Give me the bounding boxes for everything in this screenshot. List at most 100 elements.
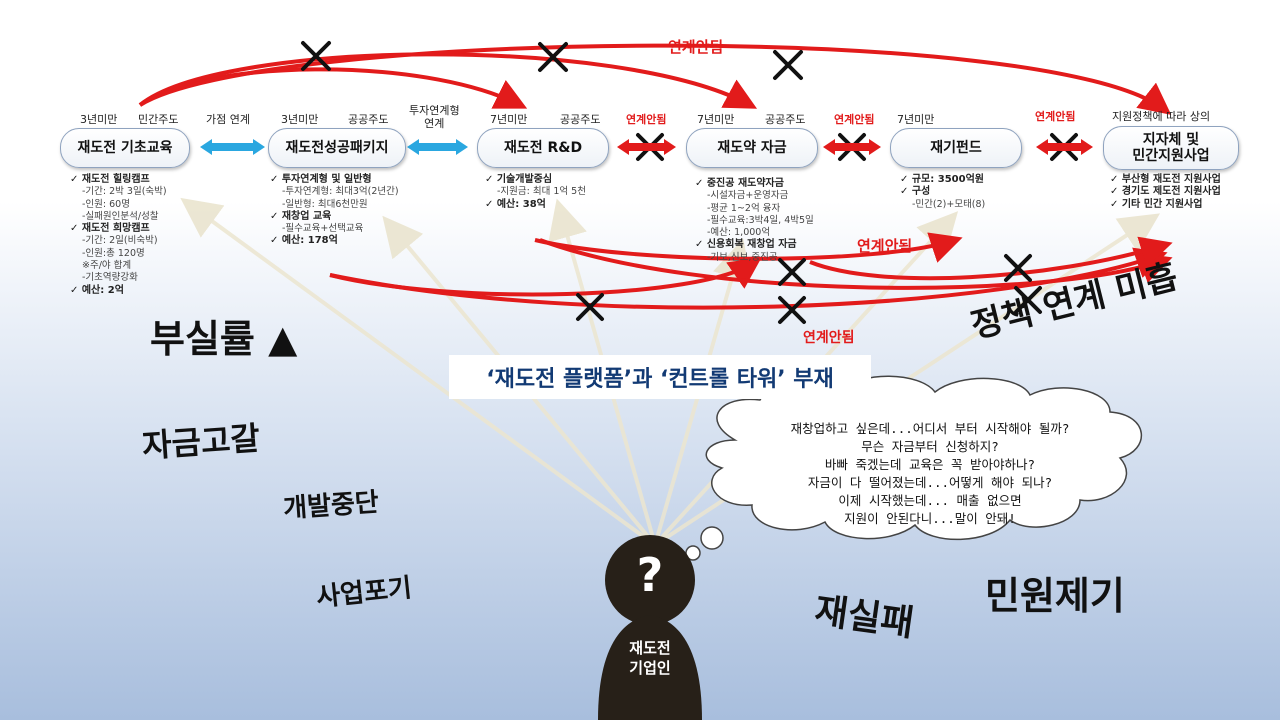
detail-heading: ✓ 예산: 38억 [485, 198, 546, 210]
stage-details: ✓ 규모: 3500억원✓ 구성-민간(2)+모태(8) [900, 174, 985, 211]
cross-3 [773, 50, 803, 80]
issue-dev-halted: 개발중단 [282, 487, 380, 525]
stage-relaunch-fund: 재도약 자금 [686, 128, 818, 168]
stage-details: ✓ 부산형 재도전 지원사업✓ 경기도 제도전 지원사업✓ 기타 민간 지원사업 [1110, 174, 1221, 211]
stage-title: 재도전 기초교육 [77, 140, 173, 156]
issue-funds-exhausted: 자금고갈 [140, 418, 262, 466]
link-arrow-blue-2 [407, 139, 468, 155]
detail-item: -기초역량강화 [82, 272, 138, 284]
cross-7 [576, 293, 604, 321]
detail-heading: ✓ 재창업 교육 [270, 210, 332, 222]
stage-tag-left: 3년미만 [281, 113, 319, 126]
detail-heading: ✓ 투자연계형 및 일반형 [270, 174, 372, 185]
thought-line: 자금이 다 떨어졌는데...어떻게 해야 되나? [807, 475, 1053, 490]
stage-tag-left: 7년미만 [697, 113, 735, 126]
disconnect-label: 연계안됨 [1035, 110, 1076, 123]
disconnect-label: 연계안됨 [857, 237, 913, 255]
cross-11 [1014, 286, 1042, 314]
cross-9 [778, 296, 806, 324]
stage-basic-education: 재도전 기초교육 [60, 128, 190, 168]
detail-heading: ✓ 신용회복 재창업 자금 [695, 239, 797, 251]
cross-8 [778, 258, 806, 286]
issue-complaints: 민원제기 [985, 574, 1125, 618]
cross-2 [538, 42, 568, 72]
link-label-bonus: 가점 연계 [206, 113, 250, 126]
detail-item: -필수교육:3박4일, 4박5일 [707, 214, 814, 226]
stage-rnd: 재도전 R&D [477, 128, 609, 168]
detail-item: -기간: 2박 3일(숙박) [82, 186, 167, 198]
detail-item: -인원:총 120명 [82, 247, 145, 259]
cross-1 [301, 41, 331, 71]
detail-heading: ✓ 예산: 2억 [70, 284, 124, 296]
detail-item: -일반형: 최대6천만원 [282, 198, 368, 210]
question-mark: ? [636, 548, 664, 602]
stage-local-support: 지자체 및 민간지원사업 [1103, 126, 1239, 170]
link-arrow-red-2 [823, 139, 881, 155]
link-arrow-blue-1 [200, 139, 265, 155]
arc-low-2 [534, 232, 963, 263]
detail-heading: ✓ 기술개발중심 [485, 174, 553, 185]
detail-heading: ✓ 중진공 재도약자금 [695, 178, 784, 189]
detail-item: -평균 1~2억 융자 [707, 202, 781, 214]
disconnect-label: 연계안됨 [803, 330, 855, 346]
thought-line: 재창업하고 싶은데...어디서 부터 시작해야 될까? [790, 421, 1070, 436]
arc-low-5 [809, 236, 1173, 281]
stage-title: 재도전성공패키지 [285, 140, 389, 156]
stage-title: 재기펀드 [930, 140, 982, 156]
detail-heading: ✓ 부산형 재도전 지원사업 [1110, 174, 1221, 185]
stage-tag-right: 민간주도 [138, 113, 179, 126]
stage-success-package: 재도전성공패키지 [268, 128, 406, 168]
arc-top-1 [138, 67, 528, 109]
thought-line: 이제 시작했는데... 매출 없으면 [838, 493, 1022, 508]
detail-item: -인원: 60명 [82, 198, 130, 210]
issue-default-rate: 부실률 ▲ [150, 317, 298, 361]
thought-text: 재창업하고 싶은데...어디서 부터 시작해야 될까? 무슨 자금부터 신청하지?… [720, 420, 1140, 528]
disconnect-label: 연계안됨 [626, 113, 667, 126]
arc-top-3 [138, 43, 1172, 115]
stage-tag-left: 7년미만 [490, 113, 528, 126]
detail-heading: ✓ 경기도 제도전 지원사업 [1110, 186, 1221, 198]
stage-recovery-fund: 재기펀드 [890, 128, 1022, 168]
stage-tag-right: 공공주도 [765, 113, 806, 126]
link-arrow-red-1 [617, 139, 676, 155]
detail-item: ※주/야 합계 [82, 260, 132, 272]
thought-line: 무슨 자금부터 신청하지? [861, 439, 999, 454]
link-label-investment: 투자연계형 연계 [409, 104, 460, 130]
stage-title: 지자체 및 민간지원사업 [1132, 132, 1210, 164]
stage-tag-left: 지원정책에 따라 상의 [1112, 110, 1211, 123]
detail-heading: ✓ 규모: 3500억원 [900, 174, 984, 185]
detail-item: -민간(2)+모태(8) [912, 198, 986, 210]
detail-item: -시설자금+운영자금 [707, 190, 789, 202]
thought-line: 지원이 안된다니...말이 안돼! [844, 511, 1016, 526]
banner-no-platform: ‘재도전 플랫폼’과 ‘컨트롤 타워’ 부재 [449, 355, 871, 399]
detail-item: -기간: 2일(비숙박) [82, 235, 158, 247]
link-arrow-red-3 [1036, 139, 1093, 155]
detail-heading: ✓ 구성 [900, 186, 931, 198]
banner-text: ‘재도전 플랫폼’과 ‘컨트롤 타워’ 부재 [486, 367, 834, 392]
detail-item: -투자연계형: 최대3억(2년간) [282, 186, 399, 198]
detail-item: -실패원인분석/성찰 [82, 210, 159, 222]
stage-details: ✓ 중진공 재도약자금-시설자금+운영자금-평균 1~2억 융자-필수교육:3박… [695, 178, 814, 264]
stage-tag-right: 공공주도 [560, 113, 601, 126]
detail-heading: ✓ 예산: 178억 [270, 235, 338, 247]
stage-tag-left: 3년미만 [80, 113, 118, 126]
arc-low-1 [329, 257, 762, 297]
ray-1 [180, 197, 657, 547]
detail-item: -기보,신보,중진공 [707, 251, 778, 263]
detail-heading: ✓ 재도전 힐링캠프 [70, 174, 150, 185]
detail-heading: ✓ 기타 민간 지원사업 [1110, 198, 1203, 210]
stage-tag-right: 공공주도 [348, 113, 389, 126]
stage-title: 재도약 자금 [717, 140, 787, 156]
person-label: 재도전 기업인 [629, 639, 671, 677]
disconnect-label: 연계안됨 [834, 113, 875, 126]
detail-item: -필수교육+선택교육 [282, 223, 364, 235]
stage-details: ✓ 재도전 힐링캠프-기간: 2박 3일(숙박)-인원: 60명-실패원인분석/… [70, 174, 167, 297]
thought-cloud [685, 375, 1143, 561]
stage-details: ✓ 투자연계형 및 일반형-투자연계형: 최대3억(2년간)-일반형: 최대6천… [270, 174, 399, 248]
stage-details: ✓ 기술개발중심-지원금: 최대 1억 5천✓ 예산: 38억 [485, 174, 586, 211]
thought-line: 바빠 죽겠는데 교육은 꼭 받아야하나? [824, 457, 1036, 472]
detail-item: -예산: 1,000억 [707, 227, 771, 239]
arc-low-3 [539, 238, 1173, 290]
disconnect-label: 연계안됨 [668, 38, 724, 56]
